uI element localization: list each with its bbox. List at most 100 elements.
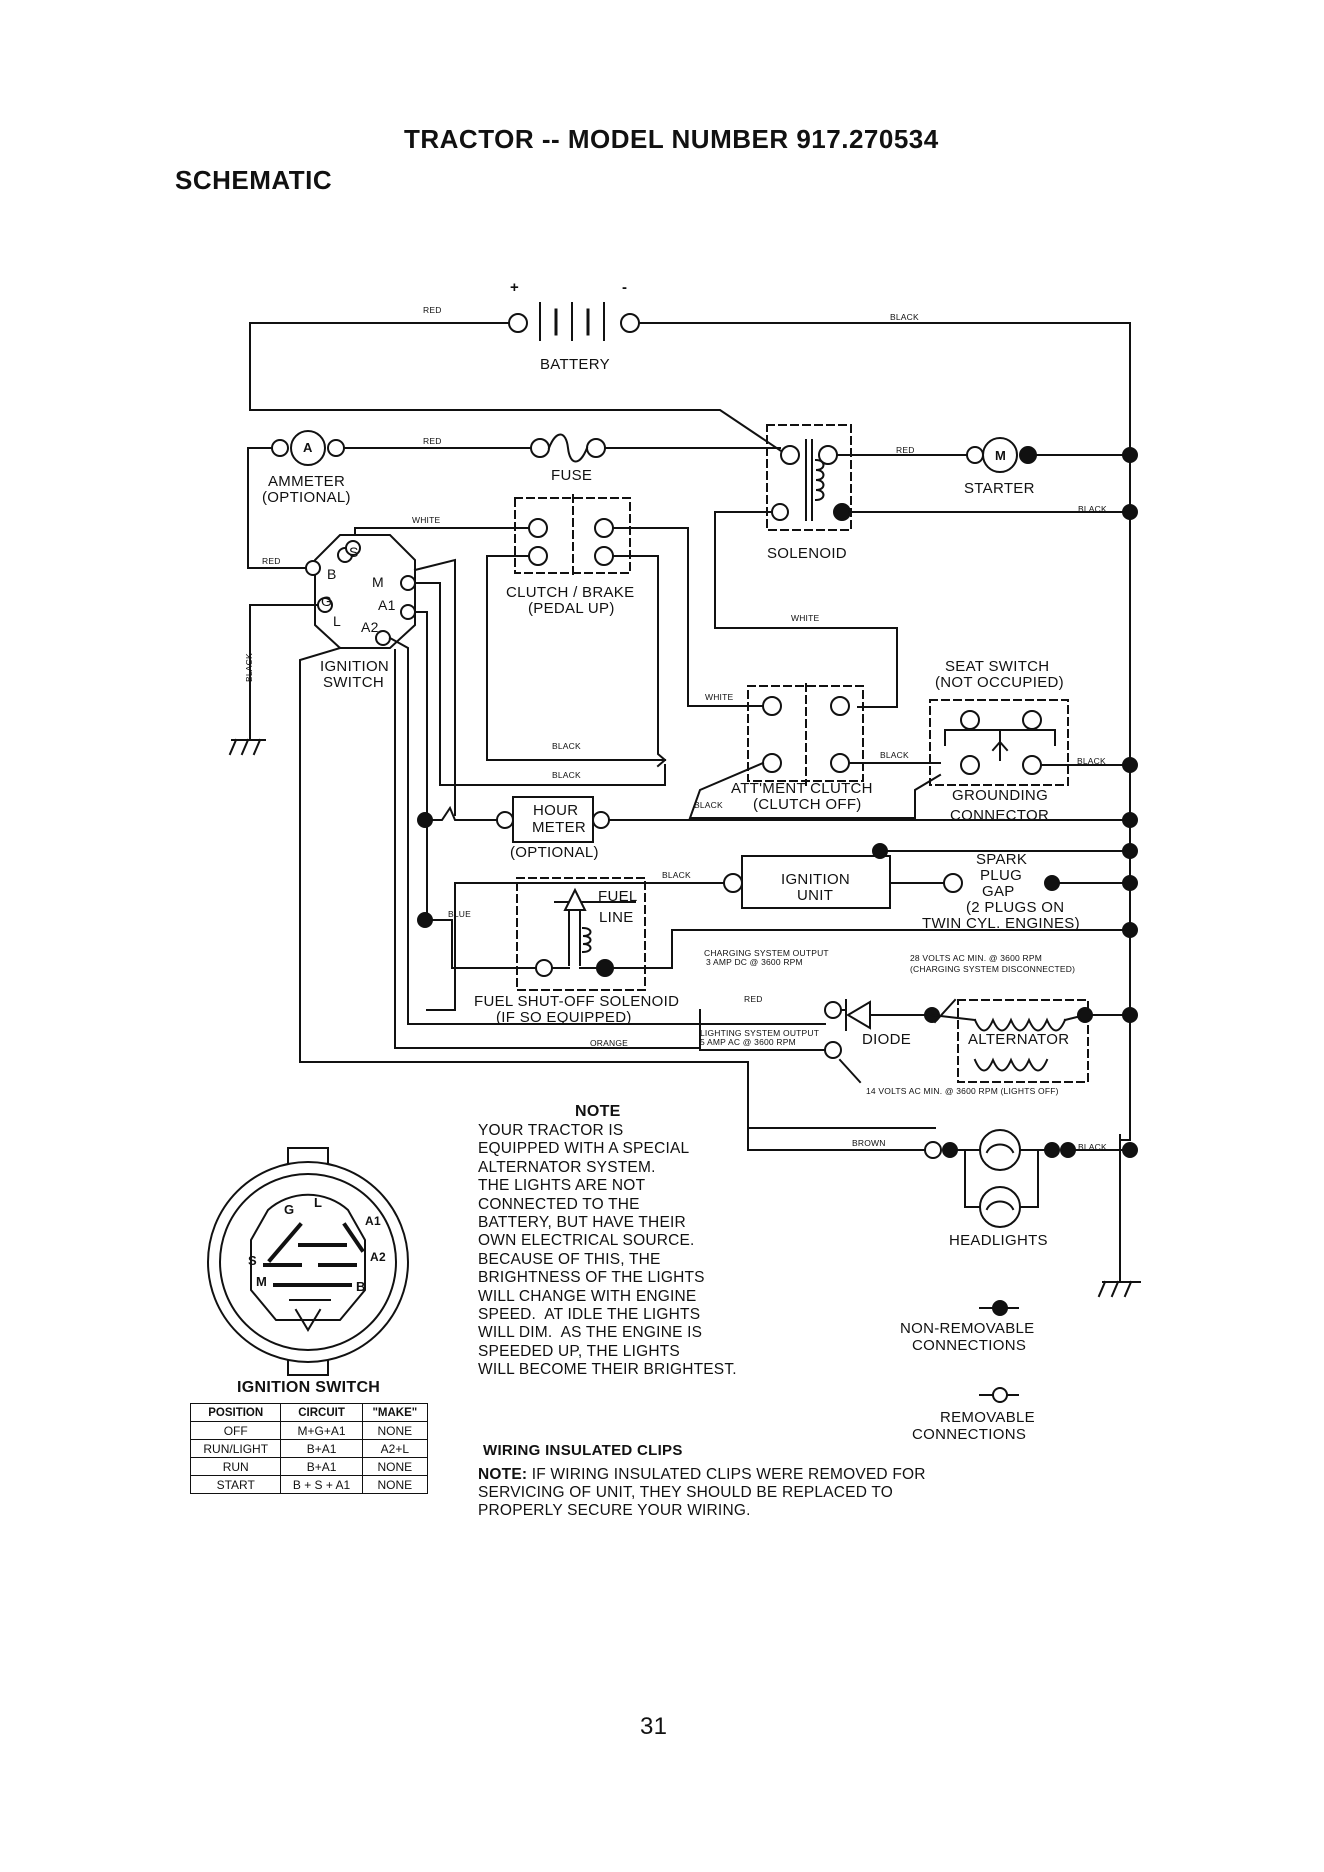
clips-line-2: SERVICING OF UNIT, THEY SHOULD BE REPLAC… xyxy=(478,1484,893,1501)
fuse-symbol xyxy=(530,433,606,463)
charging-disconnected-label: 28 VOLTS AC MIN. @ 3600 RPM xyxy=(910,953,1042,963)
wire-black-ignition-unit xyxy=(426,882,725,1011)
node xyxy=(872,843,888,859)
grounding-connector-label-2: CONNECTOR xyxy=(950,807,1050,824)
detail-label-m: M xyxy=(256,1274,268,1289)
spark-plug-engines-label: TWIN CYL. ENGINES) xyxy=(922,915,1080,932)
hour-meter-label-2: METER xyxy=(532,819,586,836)
model-title: TRACTOR -- MODEL NUMBER 917.270534 xyxy=(404,124,939,154)
charging-output-label: CHARGING SYSTEM OUTPUT xyxy=(704,948,829,958)
spark-plug-count-label: (2 PLUGS ON xyxy=(966,899,1065,916)
note-line: SPEED. AT IDLE THE LIGHTS xyxy=(478,1306,701,1324)
starter-symbol-label: M xyxy=(995,448,1007,463)
lighting-terminal xyxy=(824,1041,842,1059)
wire-label-brown: BROWN xyxy=(852,1138,886,1148)
node xyxy=(1122,757,1138,773)
wire-ignition-to-hour xyxy=(413,558,456,816)
table-cell: B+A1 xyxy=(280,1439,363,1458)
clutch-brake-label: CLUTCH / BRAKE xyxy=(506,584,635,601)
note-line: BECAUSE OF THIS, THE xyxy=(478,1250,661,1268)
clips-line-1: IF WIRING INSULATED CLIPS WERE REMOVED F… xyxy=(527,1466,926,1483)
ignition-unit-label: IGNITION xyxy=(781,871,851,888)
seat-switch-symbol xyxy=(929,699,1069,786)
charging-output-value: 3 AMP DC @ 3600 RPM xyxy=(706,957,803,967)
detail-label-b: B xyxy=(356,1279,366,1294)
wire-label-black: BLACK xyxy=(890,312,919,322)
ignition-switch-detail-drawing xyxy=(207,1147,409,1376)
ignition-switch-label-2: SWITCH xyxy=(323,674,384,691)
note-line: WILL CHANGE WITH ENGINE xyxy=(478,1287,697,1305)
diode-symbol xyxy=(840,999,931,1031)
headlights-symbol xyxy=(924,1129,1076,1228)
note-line: BRIGHTNESS OF THE LIGHTS xyxy=(478,1269,705,1287)
lights-off-spec: 14 VOLTS AC MIN. @ 3600 RPM (LIGHTS OFF) xyxy=(866,1086,1059,1096)
wire-label-white: WHITE xyxy=(705,692,734,702)
wire-brown xyxy=(747,1069,926,1151)
clips-line-3: PROPERLY SECURE YOUR WIRING. xyxy=(478,1502,751,1519)
wire-label-black: BLACK xyxy=(880,750,909,760)
note-line: THE LIGHTS ARE NOT xyxy=(478,1177,646,1195)
wire-label-black: BLACK xyxy=(1078,504,1107,514)
note-line: BATTERY, BUT HAVE THEIR xyxy=(478,1214,686,1232)
detail-label-l: L xyxy=(314,1195,323,1210)
wire-label-red: RED xyxy=(423,436,442,446)
wire-clutch-c xyxy=(486,555,666,761)
arrow-charging xyxy=(933,998,957,1024)
table-header-row: POSITION CIRCUIT "MAKE" xyxy=(189,1403,429,1422)
fuel-shutoff-label: FUEL SHUT-OFF SOLENOID xyxy=(474,993,680,1010)
clutch-brake-pedal-label: (PEDAL UP) xyxy=(528,600,615,617)
hour-meter-label: HOUR xyxy=(533,802,579,819)
ignition-terminal-a2: A2 xyxy=(361,619,379,635)
node xyxy=(1122,812,1138,828)
node xyxy=(1122,875,1138,891)
ignition-terminal-b: B xyxy=(327,566,337,582)
ignition-detail-title: IGNITION SWITCH xyxy=(237,1379,381,1396)
detail-label-s: S xyxy=(248,1253,257,1268)
wire-label-black: BLACK xyxy=(1078,1142,1107,1152)
ammeter-symbol xyxy=(271,430,345,466)
fuel-line-label-2: LINE xyxy=(599,909,634,926)
table-cell: B + S + A1 xyxy=(280,1475,363,1494)
ignition-terminal-g: G xyxy=(321,593,333,609)
wire-black-battery xyxy=(638,322,1131,1141)
table-row: OFF M+G+A1 NONE xyxy=(189,1421,429,1440)
note-line: OWN ELECTRICAL SOURCE. xyxy=(478,1232,695,1250)
spark-plug-gap-label: GAP xyxy=(982,883,1015,900)
table-cell: RUN xyxy=(189,1457,282,1476)
clips-heading: WIRING INSULATED CLIPS xyxy=(483,1442,683,1459)
legend-removable-label: REMOVABLE xyxy=(940,1409,1035,1426)
wire-ignition-l xyxy=(299,646,936,1129)
clips-note: NOTE: IF WIRING INSULATED CLIPS WERE REM… xyxy=(478,1466,926,1484)
clips-note-label: NOTE: xyxy=(478,1466,528,1483)
note-line: SPEEDED UP, THE LIGHTS xyxy=(478,1342,680,1360)
table-cell: OFF xyxy=(189,1421,282,1440)
section-title: SCHEMATIC xyxy=(175,165,333,195)
ammeter-label: AMMETER xyxy=(268,473,346,490)
table-cell: A2+L xyxy=(361,1439,429,1458)
wire-label-blue: BLUE xyxy=(448,909,472,919)
node xyxy=(1122,843,1138,859)
alternator-label: ALTERNATOR xyxy=(968,1031,1070,1048)
seat-switch-label: SEAT SWITCH xyxy=(945,658,1050,675)
wire-label-white: WHITE xyxy=(412,515,441,525)
node xyxy=(417,912,433,928)
ignition-terminal-s: S xyxy=(349,544,359,560)
battery-plus-label: + xyxy=(510,279,520,296)
fuel-line-label: FUEL xyxy=(598,888,638,905)
wire-label-red: RED xyxy=(262,556,281,566)
battery-symbol xyxy=(508,302,640,341)
ignition-switch-label: IGNITION xyxy=(320,658,390,675)
solenoid-label: SOLENOID xyxy=(767,545,847,562)
solenoid-symbol xyxy=(766,424,852,531)
headlights-label: HEADLIGHTS xyxy=(949,1232,1048,1249)
ammeter-symbol-label: A xyxy=(303,440,313,455)
wire-label-orange: ORANGE xyxy=(590,1038,629,1048)
wire-ignition-a2 xyxy=(388,636,696,1025)
wire-label-black: BLACK xyxy=(552,770,581,780)
ignition-switch-table: POSITION CIRCUIT "MAKE" OFF M+G+A1 NONE … xyxy=(189,1403,429,1494)
wire-clutch-a xyxy=(612,527,766,707)
detail-label-a1: A1 xyxy=(365,1214,381,1228)
column-header: POSITION xyxy=(189,1403,282,1422)
